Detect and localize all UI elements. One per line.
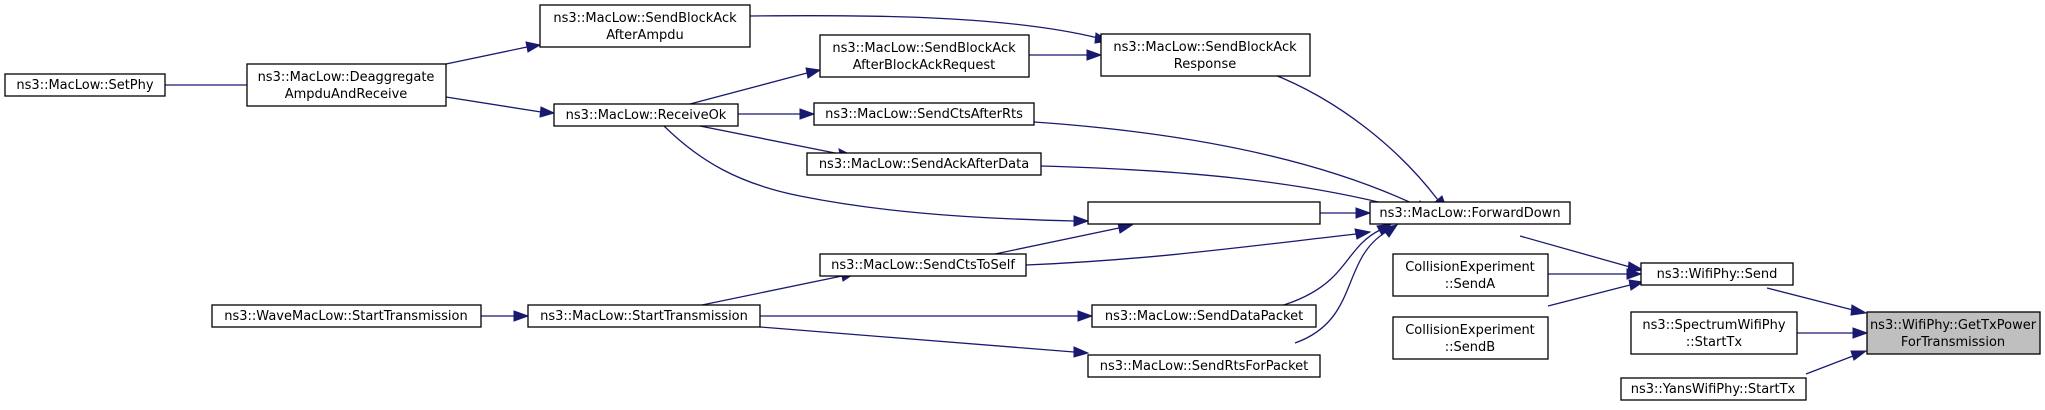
svg-text:ns3::WifiPhy::GetTxPower: ns3::WifiPhy::GetTxPower — [1870, 318, 2037, 333]
edge-senddatapacket-to-starttransmission — [760, 310, 1094, 322]
node-sendrtsforpacket[interactable]: ns3::MacLow::SendRtsForPacket — [1087, 354, 1321, 378]
node-yansstarttx[interactable]: ns3::YansWifiPhy::StartTx — [1620, 377, 1807, 401]
node-sendctsafterrts[interactable]: ns3::MacLow::SendCtsAfterRts — [813, 102, 1035, 126]
svg-text:::SendA: ::SendA — [1445, 277, 1496, 292]
edge-starttransmission-to-wavestarttransmission — [481, 310, 530, 322]
svg-text:ns3::MacLow::SetPhy: ns3::MacLow::SetPhy — [16, 78, 153, 93]
edge-forwarddown-to-sendctstoself — [1025, 228, 1372, 266]
edge-sendblockackafterbar-to-receiveok — [689, 67, 822, 105]
node-starttransmission[interactable]: ns3::MacLow::StartTransmission — [527, 304, 761, 328]
node-sendblockackafterbar[interactable]: ns3::MacLow::SendBlockAck AfterBlockAckR… — [819, 34, 1030, 78]
svg-text:ns3::MacLow::SendBlockAck: ns3::MacLow::SendBlockAck — [553, 11, 737, 26]
svg-text:AfterBlockAckRequest: AfterBlockAckRequest — [853, 58, 996, 73]
node-deaggregate[interactable]: ns3::MacLow::Deaggregate AmpduAndReceive — [246, 63, 447, 107]
edge-forwarddown-to-sendblockackresponse — [1269, 72, 1448, 212]
edge-sendrtsforpacket-to-starttransmission — [759, 326, 1090, 358]
node-receiveok[interactable]: ns3::MacLow::ReceiveOk — [553, 103, 739, 127]
node-collisiona[interactable]: CollisionExperiment ::SendA — [1392, 253, 1549, 297]
edge-sendblockackafterampdu-to-deaggregate — [445, 41, 542, 65]
svg-text:ns3::MacLow::ReceiveOk: ns3::MacLow::ReceiveOk — [566, 108, 727, 123]
edge-gettxpower-to-yansstarttx — [1805, 350, 1868, 375]
edge-wifiphysend-to-collisionb — [1547, 279, 1645, 307]
edge-senddataaftercts-to-receiveok — [661, 123, 1090, 227]
edge-gettxpower-to-wifiphysend — [1766, 287, 1868, 316]
svg-text:ns3::MacLow::StartTransmission: ns3::MacLow::StartTransmission — [540, 309, 748, 324]
svg-text:ns3::MacLow::SendRtsForPacket: ns3::MacLow::SendRtsForPacket — [1100, 359, 1309, 374]
svg-text:ns3::MacLow::SendCtsToSelf: ns3::MacLow::SendCtsToSelf — [831, 258, 1015, 273]
svg-text:ns3::WaveMacLow::StartTransmis: ns3::WaveMacLow::StartTransmission — [224, 309, 467, 324]
svg-text:ns3::MacLow::ForwardDown: ns3::MacLow::ForwardDown — [1379, 206, 1560, 221]
svg-text:ns3::MacLow::Deaggregate: ns3::MacLow::Deaggregate — [258, 70, 435, 85]
svg-text:ns3::MacLow::SendDataPacket: ns3::MacLow::SendDataPacket — [1105, 309, 1303, 324]
svg-text:ns3::SpectrumWifiPhy: ns3::SpectrumWifiPhy — [1642, 318, 1785, 333]
edge-wifiphysend-to-forwarddown — [1519, 235, 1645, 273]
node-sendblockackafterampdu[interactable]: ns3::MacLow::SendBlockAck AfterAmpdu — [539, 4, 751, 48]
svg-text:CollisionExperiment: CollisionExperiment — [1405, 260, 1535, 275]
node-gettxpower[interactable]: ns3::WifiPhy::GetTxPower ForTransmission — [1866, 311, 2041, 355]
node-sendctstoself[interactable]: ns3::MacLow::SendCtsToSelf — [819, 253, 1027, 277]
svg-text:ns3::WifiPhy::Send: ns3::WifiPhy::Send — [1657, 267, 1778, 282]
svg-text:ns3::MacLow::SendCtsAfterRts: ns3::MacLow::SendCtsAfterRts — [825, 107, 1023, 122]
node-senddatapacket[interactable]: ns3::MacLow::SendDataPacket — [1091, 304, 1317, 328]
svg-text:Response: Response — [1174, 57, 1236, 72]
edge-gettxpower-to-spectrumstarttx — [1797, 327, 1869, 339]
svg-text:ns3::MacLow::SendAckAfterData: ns3::MacLow::SendAckAfterData — [819, 157, 1029, 172]
edge-sendblockackresponse-to-sendblockackafterbar — [1029, 49, 1103, 61]
edge-forwarddown-to-sendctsafterrts — [1033, 121, 1432, 213]
node-sendackafterdata[interactable]: ns3::MacLow::SendAckAfterData — [806, 152, 1042, 176]
svg-text:AfterAmpdu: AfterAmpdu — [606, 28, 684, 43]
svg-text:ns3::YansWifiPhy::StartTx: ns3::YansWifiPhy::StartTx — [1631, 382, 1796, 397]
svg-text:CollisionExperiment: CollisionExperiment — [1405, 323, 1535, 338]
node-senddataaftercts[interactable] — [1087, 201, 1321, 225]
edge-receiveok-to-deaggregate — [445, 96, 556, 118]
svg-text:::SendB: ::SendB — [1445, 340, 1495, 355]
edge-senddataaftercts-to-sendctstoself — [994, 222, 1134, 255]
node-sendblockackresponse[interactable]: ns3::MacLow::SendBlockAck Response — [1100, 33, 1311, 77]
svg-text:::StartTx: ::StartTx — [1686, 335, 1742, 350]
svg-text:AmpduAndReceive: AmpduAndReceive — [285, 87, 408, 102]
node-forwarddown[interactable]: ns3::MacLow::ForwardDown — [1369, 201, 1571, 225]
node-wavestarttransmission[interactable]: ns3::WaveMacLow::StartTransmission — [211, 304, 482, 328]
svg-text:ForTransmission: ForTransmission — [1901, 335, 2005, 350]
edge-forwarddown-to-senddataaftercts — [1320, 207, 1372, 219]
node-collisionb[interactable]: CollisionExperiment ::SendB — [1392, 316, 1549, 360]
node-wifiphysend[interactable]: ns3::WifiPhy::Send — [1640, 262, 1794, 286]
edge-sendctsafterrts-to-receiveok — [738, 108, 816, 120]
node-spectrumstarttx[interactable]: ns3::SpectrumWifiPhy ::StartTx — [1630, 311, 1798, 355]
node-setphy[interactable]: ns3::MacLow::SetPhy — [4, 73, 166, 97]
edge-forwarddown-to-sendrtsforpacket — [1294, 224, 1399, 344]
edge-wifiphysend-to-collisiona — [1548, 268, 1643, 280]
svg-text:ns3::MacLow::SendBlockAck: ns3::MacLow::SendBlockAck — [1113, 40, 1297, 55]
svg-text:ns3::MacLow::SendBlockAck: ns3::MacLow::SendBlockAck — [832, 41, 1016, 56]
